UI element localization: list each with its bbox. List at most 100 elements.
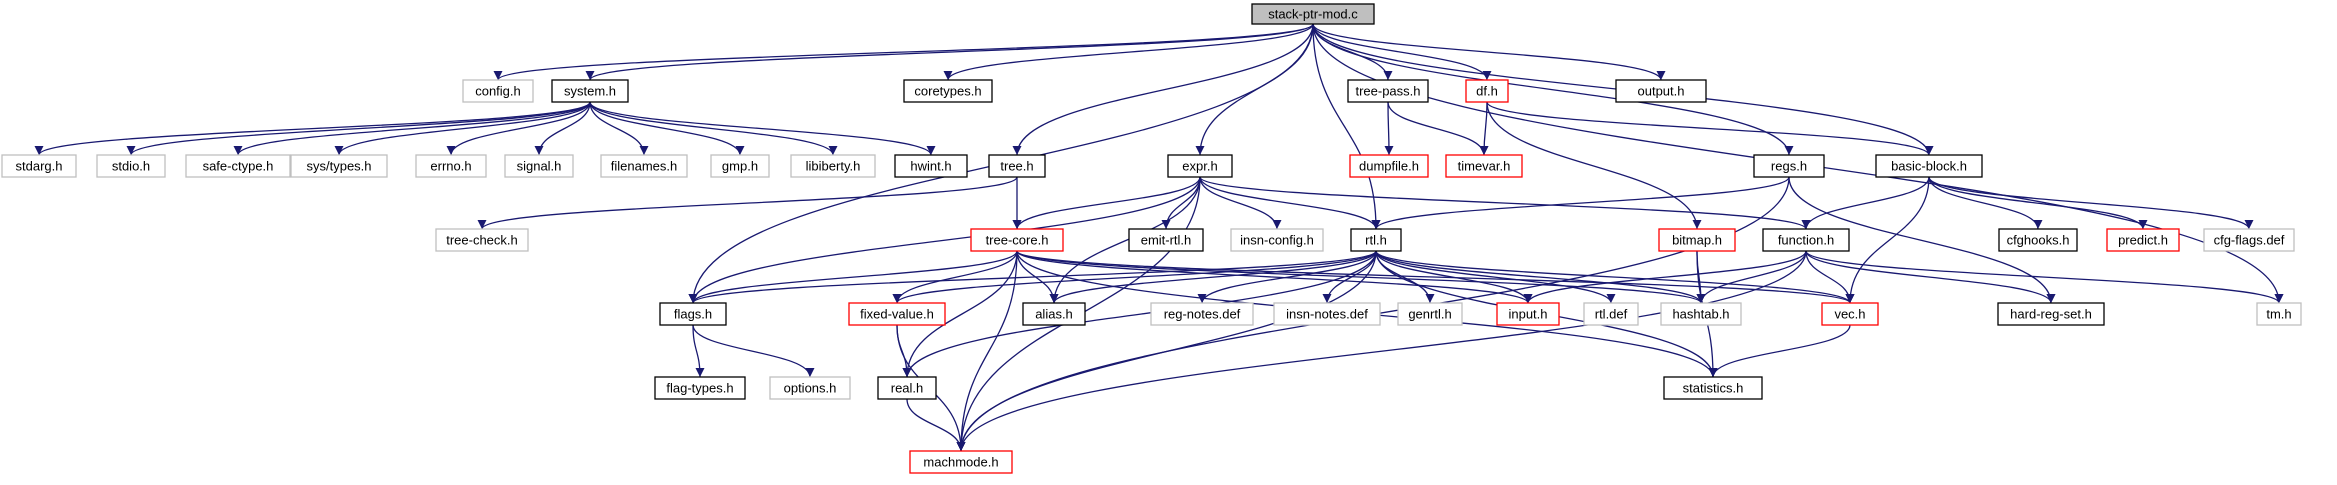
- node-df[interactable]: df.h: [1465, 79, 1509, 103]
- node-label: tree-core.h: [986, 233, 1049, 248]
- edge-system-to-safectype: [233, 101, 591, 156]
- node-hwint[interactable]: hwint.h: [894, 154, 968, 178]
- node-label: insn-notes.def: [1286, 307, 1368, 322]
- node-label: dumpfile.h: [1359, 159, 1419, 174]
- node-label: hashtab.h: [1672, 307, 1729, 322]
- node-tree[interactable]: tree.h: [988, 154, 1046, 178]
- edge-rtl-to-vec: [1375, 250, 1855, 304]
- edge-treepass-to-timevar: [1387, 101, 1489, 156]
- node-genrtl: genrtl.h: [1397, 302, 1463, 326]
- node-label: basic-block.h: [1891, 159, 1967, 174]
- edge-function-to-tm: [1805, 250, 2284, 304]
- node-insnconfig: insn-config.h: [1230, 228, 1324, 252]
- node-real[interactable]: real.h: [877, 376, 937, 400]
- edge-basicblock-to-predict: [1928, 176, 2148, 230]
- node-label: real.h: [891, 381, 924, 396]
- node-label: emit-rtl.h: [1141, 233, 1192, 248]
- node-label: signal.h: [517, 159, 562, 174]
- node-treecore[interactable]: tree-core.h: [970, 228, 1064, 252]
- edge-basicblock-to-cfgflags: [1928, 176, 2254, 230]
- node-box: [2203, 228, 2295, 252]
- node-box: [877, 376, 937, 400]
- node-machmode[interactable]: machmode.h: [909, 450, 1013, 474]
- edge-expr-to-function: [1199, 176, 1811, 230]
- edge-tree-to-treecheck: [477, 176, 1018, 230]
- edge-root-to-coretypes: [943, 23, 1314, 81]
- node-insnnotes: insn-notes.def: [1273, 302, 1381, 326]
- node-label: cfg-flags.def: [2214, 233, 2285, 248]
- node-label: tree-pass.h: [1355, 84, 1420, 99]
- node-label: timevar.h: [1458, 159, 1511, 174]
- node-label: safe-ctype.h: [203, 159, 274, 174]
- node-label: expr.h: [1182, 159, 1217, 174]
- node-fixedvalue[interactable]: fixed-value.h: [848, 302, 946, 326]
- node-expr[interactable]: expr.h: [1167, 154, 1233, 178]
- node-label: flag-types.h: [666, 381, 733, 396]
- node-root[interactable]: stack-ptr-mod.c: [1251, 3, 1375, 25]
- node-cfgflags: cfg-flags.def: [2203, 228, 2295, 252]
- node-libiberty: libiberty.h: [790, 154, 876, 178]
- node-treepass[interactable]: tree-pass.h: [1347, 79, 1429, 103]
- node-rtl[interactable]: rtl.h: [1350, 228, 1402, 252]
- node-treecheck: tree-check.h: [435, 228, 529, 252]
- node-label: tree-check.h: [446, 233, 518, 248]
- edge-treecore-to-input: [1016, 250, 1533, 304]
- node-box: [600, 154, 688, 178]
- node-label: rtl.def: [1595, 307, 1628, 322]
- node-statistics[interactable]: statistics.h: [1663, 376, 1763, 400]
- node-box: [790, 154, 876, 178]
- node-timevar[interactable]: timevar.h: [1445, 154, 1523, 178]
- node-flags[interactable]: flags.h: [659, 302, 727, 326]
- node-cfghooks[interactable]: cfghooks.h: [1998, 228, 2078, 252]
- node-label: system.h: [564, 84, 616, 99]
- node-label: options.h: [784, 381, 837, 396]
- node-function[interactable]: function.h: [1762, 228, 1850, 252]
- node-box: [551, 79, 629, 103]
- node-label: alias.h: [1035, 307, 1073, 322]
- edge-system-to-systypes: [334, 101, 591, 156]
- node-box: [1465, 79, 1509, 103]
- edge-system-to-errno: [446, 101, 591, 156]
- edge-root-to-rtl: [1312, 23, 1381, 230]
- node-label: statistics.h: [1683, 381, 1744, 396]
- node-box: [659, 302, 727, 326]
- node-basicblock[interactable]: basic-block.h: [1875, 154, 1983, 178]
- node-system[interactable]: system.h: [551, 79, 629, 103]
- node-label: regs.h: [1771, 159, 1807, 174]
- edge-root-to-regs: [1312, 23, 1794, 156]
- node-label: input.h: [1508, 307, 1547, 322]
- edge-flags-to-options: [692, 324, 815, 378]
- node-flagtypes[interactable]: flag-types.h: [654, 376, 746, 400]
- edge-system-to-hwint: [589, 101, 936, 156]
- node-label: filenames.h: [611, 159, 677, 174]
- node-box: [1273, 302, 1381, 326]
- node-dumpfile[interactable]: dumpfile.h: [1349, 154, 1429, 178]
- node-bitmap[interactable]: bitmap.h: [1658, 228, 1736, 252]
- node-box: [848, 302, 946, 326]
- node-box: [290, 154, 388, 178]
- node-label: sys/types.h: [306, 159, 371, 174]
- node-coretypes[interactable]: coretypes.h: [903, 79, 993, 103]
- edge-df-to-bitmap: [1486, 101, 1702, 230]
- edge-basicblock-to-cfghooks: [1928, 176, 2043, 230]
- node-safectype: safe-ctype.h: [185, 154, 291, 178]
- node-regs[interactable]: regs.h: [1753, 154, 1825, 178]
- node-input[interactable]: input.h: [1496, 302, 1560, 326]
- node-predict[interactable]: predict.h: [2106, 228, 2180, 252]
- node-regnotes: reg-notes.def: [1150, 302, 1254, 326]
- edge-rtl-to-hashtab: [1375, 250, 1706, 304]
- node-box: [903, 79, 993, 103]
- edge-rtl-to-fixedvalue: [892, 250, 1377, 304]
- node-hardregset[interactable]: hard-reg-set.h: [1997, 302, 2105, 326]
- node-box: [1998, 228, 2078, 252]
- node-alias[interactable]: alias.h: [1022, 302, 1086, 326]
- node-emitrtl[interactable]: emit-rtl.h: [1128, 228, 1204, 252]
- edge-system-to-signal: [534, 101, 591, 156]
- node-output[interactable]: output.h: [1615, 79, 1707, 103]
- node-label: insn-config.h: [1240, 233, 1314, 248]
- node-tm: tm.h: [2256, 302, 2302, 326]
- edge-expr-to-treecore: [1012, 176, 1201, 230]
- node-vec[interactable]: vec.h: [1821, 302, 1879, 326]
- edge-root-to-config: [493, 23, 1314, 81]
- edge-system-to-stdarg: [34, 101, 591, 156]
